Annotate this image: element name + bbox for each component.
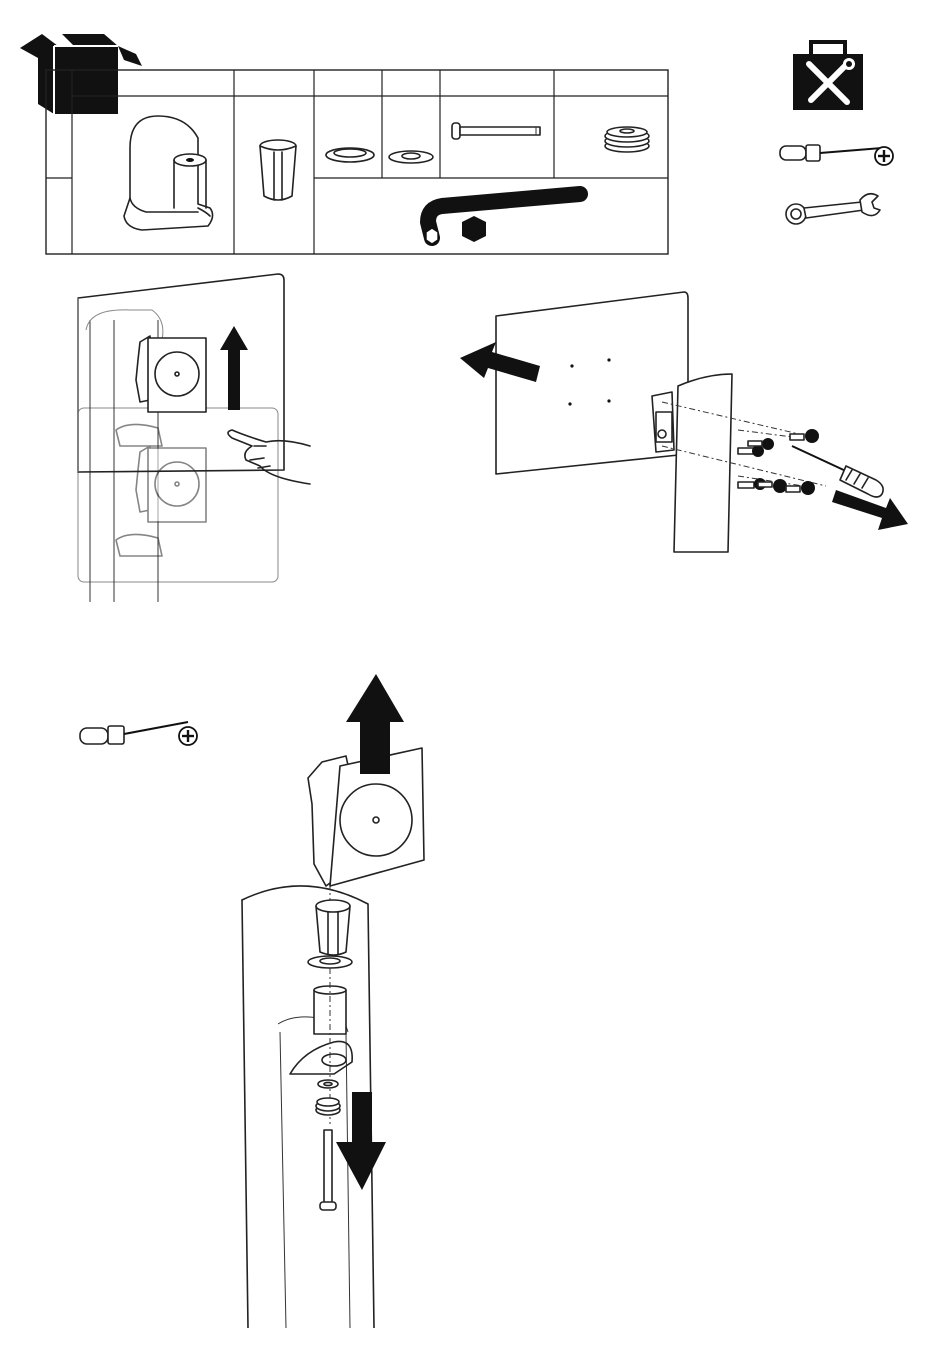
phillips-screwdriver-icon bbox=[76, 710, 202, 750]
combination-wrench-icon bbox=[782, 190, 882, 226]
arrow-left-icon bbox=[460, 342, 540, 382]
long-bolt-part bbox=[448, 118, 548, 144]
step-exploded-column bbox=[234, 664, 434, 1328]
arrow-up-icon bbox=[220, 326, 248, 410]
split-sleeve-part bbox=[250, 136, 306, 208]
cup-washer-part bbox=[386, 145, 436, 167]
hex-icon bbox=[462, 216, 486, 242]
large-washer-part bbox=[322, 143, 378, 167]
arrow-down-icon bbox=[336, 1092, 386, 1190]
base-foot-part bbox=[118, 108, 223, 240]
screw-set bbox=[738, 429, 819, 495]
phillips-screwdriver-icon bbox=[776, 136, 898, 170]
allen-key-part bbox=[414, 182, 588, 248]
step-slide-up bbox=[70, 270, 330, 610]
step-remove-screws bbox=[456, 290, 916, 558]
spring-washer-stack-part bbox=[602, 124, 652, 154]
toolbox-icon bbox=[789, 36, 867, 112]
